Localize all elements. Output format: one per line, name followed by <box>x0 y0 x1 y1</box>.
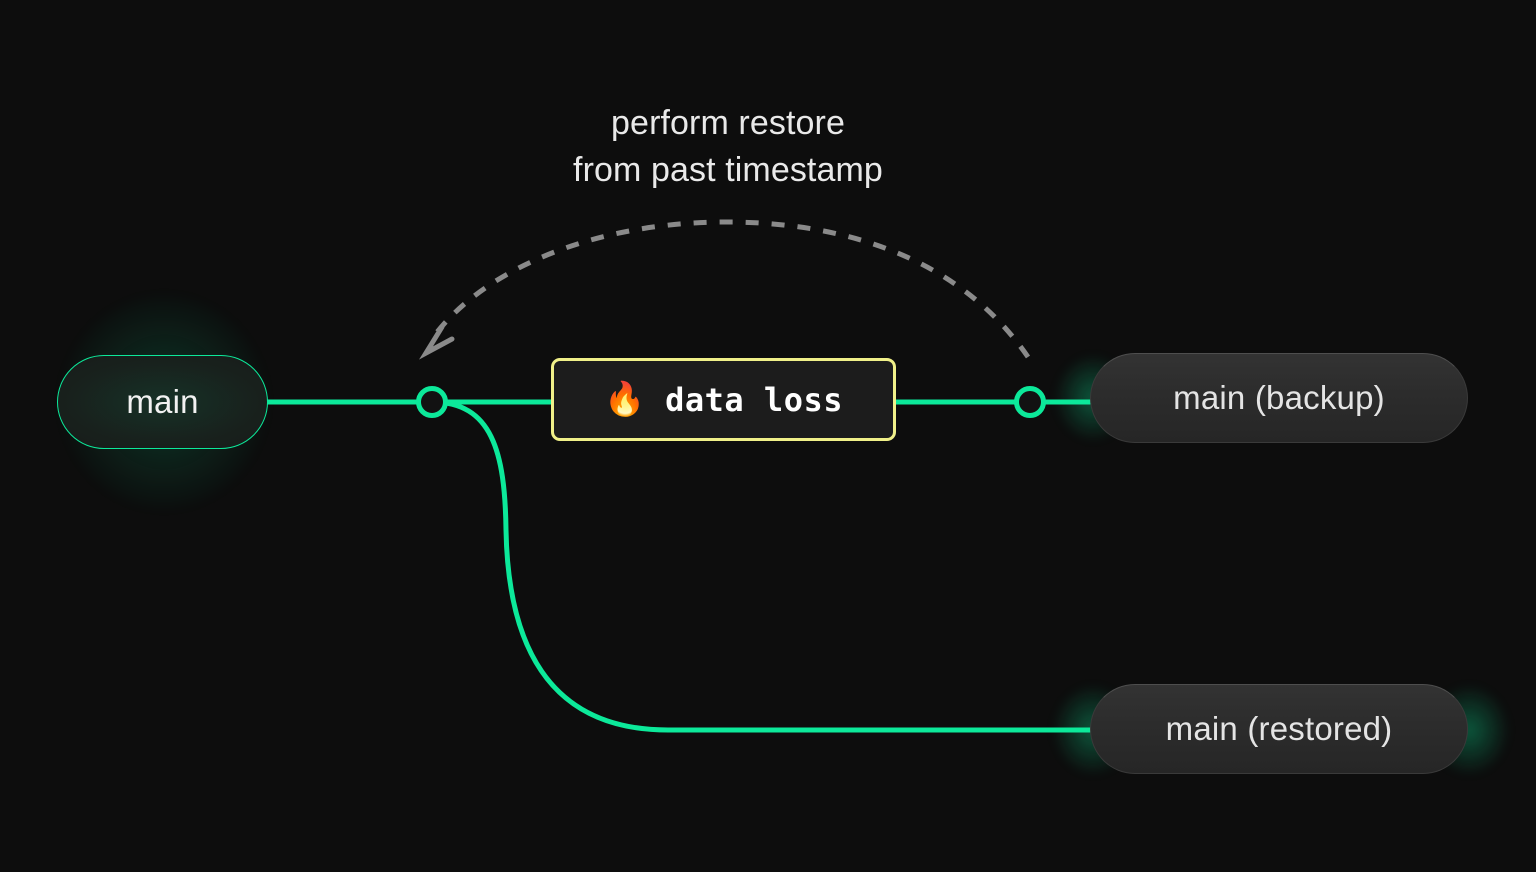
fire-emoji-icon: 🔥 <box>604 380 646 417</box>
edge-restore-dashed-arc <box>432 219 1031 359</box>
restore-annotation-label: perform restore from past timestamp <box>573 104 883 189</box>
restore-arrow-head-icon <box>418 324 455 360</box>
node-main-backup[interactable]: main (backup) <box>1090 353 1468 443</box>
data-loss-label: data loss <box>665 380 843 419</box>
edge-branch-to-restored <box>429 399 1093 733</box>
branch-junction-node[interactable] <box>416 386 448 418</box>
node-main-backup-label: main (backup) <box>1173 379 1385 416</box>
data-loss-badge[interactable]: 🔥 data loss <box>551 358 896 441</box>
backup-junction-node[interactable] <box>1014 386 1046 418</box>
node-main[interactable]: main <box>57 355 268 449</box>
node-main-label: main <box>126 383 199 420</box>
node-main-restored[interactable]: main (restored) <box>1090 684 1468 774</box>
node-main-restored-label: main (restored) <box>1165 710 1393 747</box>
